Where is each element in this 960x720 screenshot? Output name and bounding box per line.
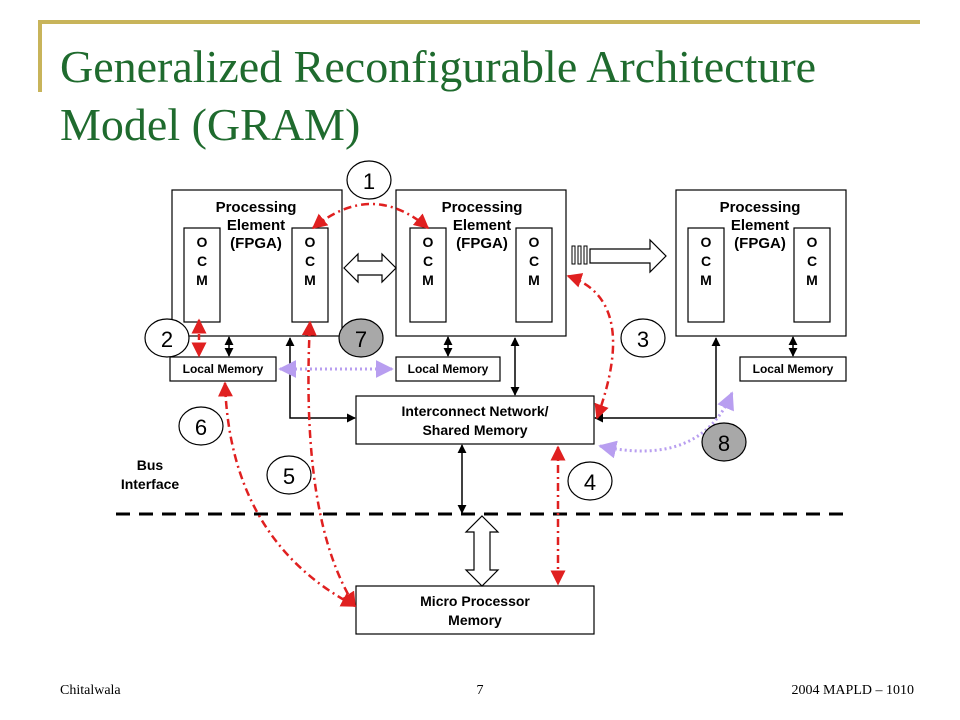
- pe1-label-3: (FPGA): [230, 235, 282, 252]
- pe3-ocm-right-c: C: [807, 253, 817, 269]
- hollow-right-arrow: [589, 238, 667, 274]
- lilac-transfer-paths: [278, 360, 734, 459]
- path-3-ocm-interconnect: [566, 273, 615, 420]
- pe3-ocm-right: [793, 227, 831, 323]
- interconnect-label-2: Shared Memory: [422, 422, 527, 438]
- marker-5-circle: [266, 455, 312, 495]
- interconnect-label-1: Interconnect Network/: [401, 403, 548, 419]
- local-memory-3-label: Local Memory: [753, 362, 834, 376]
- microprocessor-label-2: Memory: [448, 612, 502, 628]
- bus-mpm-double-arrow: [464, 515, 500, 587]
- marker-2-label: 2: [161, 327, 173, 352]
- pe-extension-arrow: [571, 238, 667, 274]
- pe1-ocm-right: [291, 227, 329, 323]
- footer-author: Chitalwala: [60, 683, 121, 698]
- path-5-ocm-mpm: [301, 320, 357, 608]
- pe2-ocm-left-m: M: [422, 272, 434, 288]
- microprocessor-box: [355, 585, 595, 635]
- interconnect-box: [355, 395, 595, 445]
- pe3-label-1: Processing: [720, 199, 801, 216]
- local-memory-1-label: Local Memory: [183, 362, 264, 376]
- break-bar-3: [583, 245, 588, 265]
- marker-2-circle: [144, 318, 190, 358]
- footer-conference: 2004 MAPLD – 1010: [791, 683, 914, 698]
- pe3-ocm-right-o: O: [807, 234, 818, 250]
- marker-4-label: 4: [584, 470, 596, 495]
- pe2-ocm-left-c: C: [423, 253, 433, 269]
- pe2-ocm-left: [409, 227, 447, 323]
- local-memory-1-box: [169, 356, 277, 382]
- bus-interface-label-1: Bus: [137, 457, 164, 473]
- pe2-label-3: (FPGA): [456, 235, 508, 252]
- pe3-ocm-left-m: M: [700, 272, 712, 288]
- marker-6-circle: [178, 406, 224, 446]
- pe2-ocm-right-m: M: [528, 272, 540, 288]
- marker-6-label: 6: [195, 415, 207, 440]
- pe1-ocm-right-o: O: [305, 234, 316, 250]
- title-line-1: Generalized Reconfigurable Architecture: [60, 41, 817, 92]
- marker-8-circle: [701, 422, 747, 462]
- pe1-ocm-left-o: O: [197, 234, 208, 250]
- pe3-ocm-left-c: C: [701, 253, 711, 269]
- processing-element-2: Processing Element (FPGA) O C M O C M: [395, 189, 567, 337]
- bus-interface-label-2: Interface: [121, 476, 180, 492]
- pe1-label-2: Element: [227, 217, 285, 234]
- path-1-ocm-to-ocm: [311, 202, 430, 229]
- pe2-ocm-left-o: O: [423, 234, 434, 250]
- path-6-localmem-mpm: [217, 381, 357, 608]
- processing-element-1: Processing Element (FPGA) O C M O C M: [171, 189, 343, 337]
- pe1-label-1: Processing: [216, 199, 297, 216]
- marker-7-circle: [338, 318, 384, 358]
- pe3-ocm-left: [687, 227, 725, 323]
- pe1-ocm-left-m: M: [196, 272, 208, 288]
- local-memory-2-box: [395, 356, 501, 382]
- pe1-ocm-left: [183, 227, 221, 323]
- marker-7-label: 7: [355, 327, 367, 352]
- title-line-2: Model (GRAM): [60, 99, 361, 150]
- pe3-ocm-left-o: O: [701, 234, 712, 250]
- marker-3-circle: [620, 318, 666, 358]
- top-accent-bar: [38, 20, 920, 24]
- marker-8-label: 8: [718, 431, 730, 456]
- pe3-ocm-right-m: M: [806, 272, 818, 288]
- pe2-label-2: Element: [453, 217, 511, 234]
- local-memory-2-label: Local Memory: [408, 362, 489, 376]
- pe1-ocm-right-c: C: [305, 253, 315, 269]
- pe2-ocm-right-c: C: [529, 253, 539, 269]
- pe2-ocm-right-o: O: [529, 234, 540, 250]
- pe2-label-1: Processing: [442, 199, 523, 216]
- footer-page-number: 7: [476, 683, 484, 698]
- marker-4-circle: [567, 461, 613, 501]
- processing-element-3: Processing Element (FPGA) O C M O C M: [675, 189, 847, 337]
- break-bar-2: [577, 245, 582, 265]
- left-accent-bar: [38, 20, 42, 92]
- pe-link-double-arrow: [343, 252, 397, 284]
- pe2-ocm-right: [515, 227, 553, 323]
- break-bar-1: [571, 245, 576, 265]
- pe3-label-2: Element: [731, 217, 789, 234]
- pe3-label-3: (FPGA): [734, 235, 786, 252]
- slide-title: Generalized Reconfigurable Architecture …: [60, 38, 920, 154]
- marker-1-circle: [346, 160, 392, 200]
- pe1-ocm-right-m: M: [304, 272, 316, 288]
- marker-1-label: 1: [363, 169, 375, 194]
- pe1-ocm-left-c: C: [197, 253, 207, 269]
- markers: 1 2 3 4 5 6 7 8: [144, 160, 747, 501]
- marker-5-label: 5: [283, 464, 295, 489]
- marker-3-label: 3: [637, 327, 649, 352]
- microprocessor-label-1: Micro Processor: [420, 593, 530, 609]
- local-memory-3-box: [739, 356, 847, 382]
